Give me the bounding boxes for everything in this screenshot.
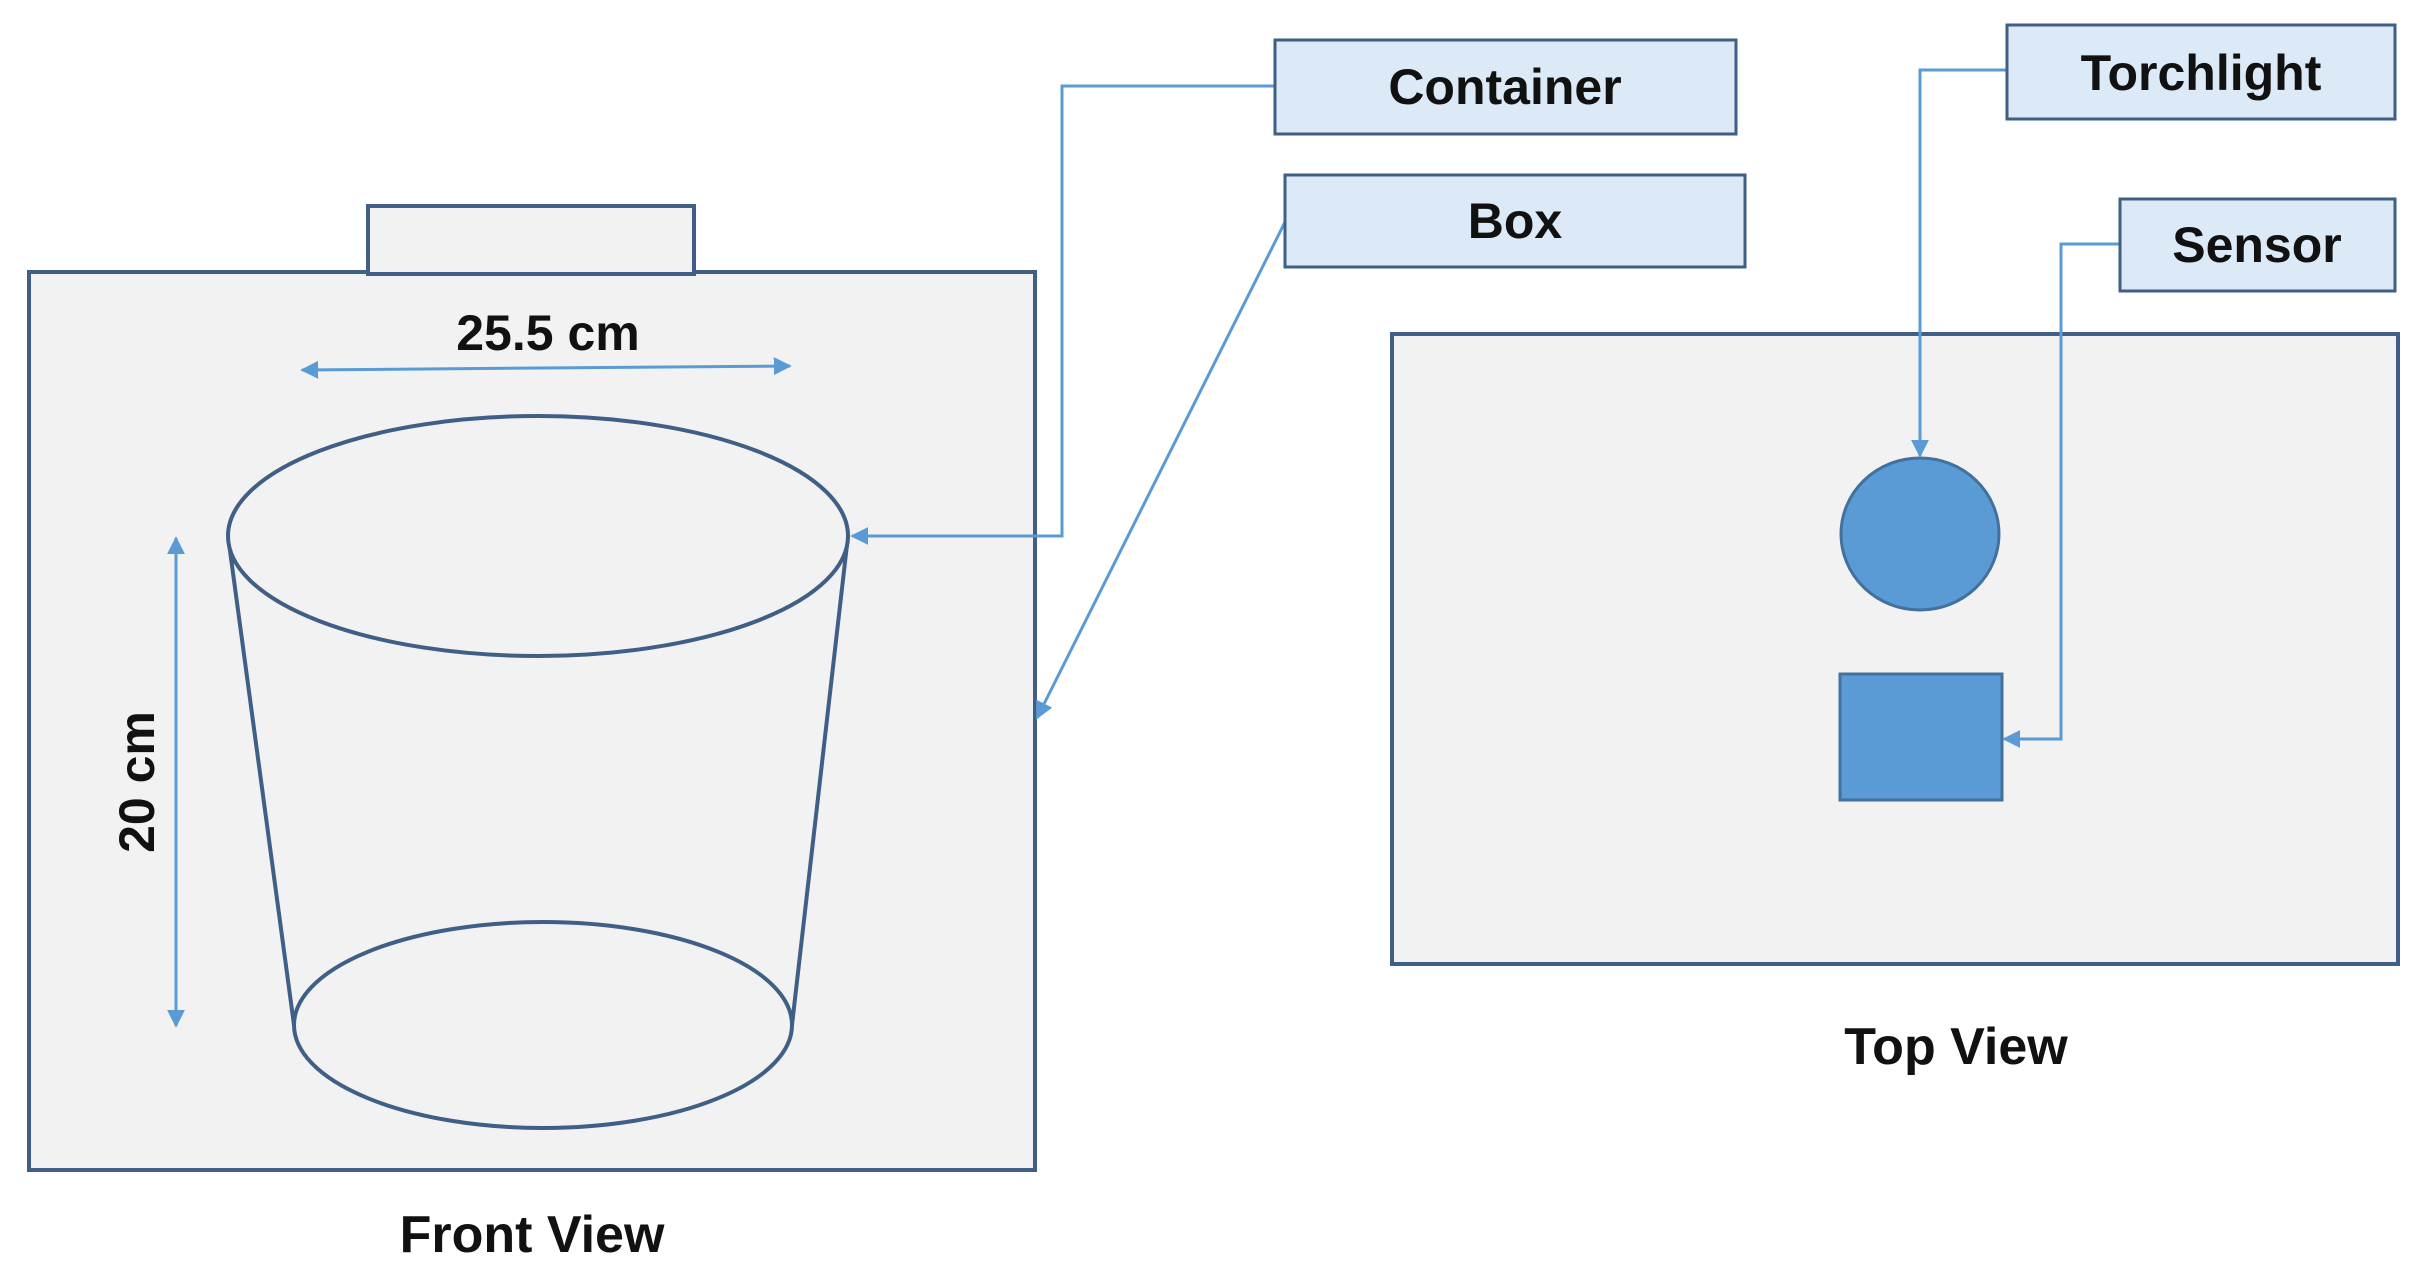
top-view: Top View <box>1390 332 2400 1076</box>
torchlight-top-icon <box>1839 456 2001 612</box>
box-label-box <box>1283 173 1747 269</box>
torchlight-label-box <box>2005 23 2397 121</box>
box-leader <box>1035 221 1287 720</box>
sensor-label-box <box>2118 197 2397 293</box>
front-view: 25.5 cm 20 cm Front View <box>27 204 1037 1264</box>
torchlight-callout: Torchlight <box>2005 23 2397 121</box>
container-side-left <box>226 535 296 1026</box>
top-view-caption: Top View <box>1844 1018 2068 1076</box>
width-dimension-arrow <box>300 357 792 379</box>
torchlight-label: Torchlight <box>2081 45 2322 101</box>
container-bottom <box>292 920 794 1130</box>
torchlight-front <box>366 204 696 276</box>
sensor-label: Sensor <box>2172 217 2342 273</box>
container-shape <box>226 414 850 1130</box>
box-label: Box <box>1468 193 1563 249</box>
front-view-caption: Front View <box>400 1206 665 1264</box>
width-dimension-label: 25.5 cm <box>456 305 639 361</box>
box-callout: Box <box>1283 173 1747 269</box>
container-label-box <box>1273 38 1738 136</box>
sensor-leader <box>2002 242 2120 748</box>
torchlight-leader <box>1911 68 2007 458</box>
container-leader <box>850 84 1275 545</box>
container-label: Container <box>1388 59 1621 115</box>
container-side-right <box>790 535 850 1026</box>
container-top-rim <box>226 414 850 658</box>
sensor-top-icon <box>1838 672 2004 802</box>
container-callout: Container <box>1273 38 1738 136</box>
sensor-callout: Sensor <box>2118 197 2397 293</box>
box-top <box>1390 332 2400 966</box>
height-dimension-label: 20 cm <box>109 711 165 853</box>
